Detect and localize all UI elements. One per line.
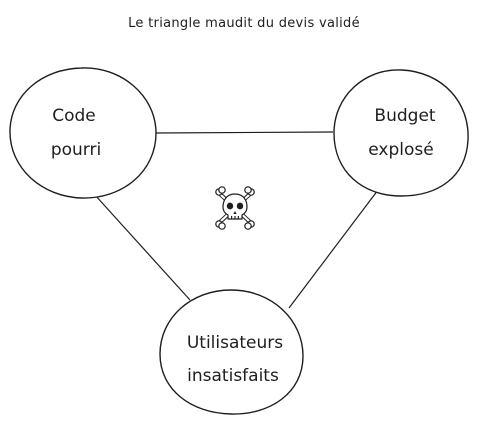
node-code: Code pourri bbox=[9, 67, 157, 199]
node-budget-circle bbox=[333, 69, 469, 197]
diagram-title: Le triangle maudit du devis validé bbox=[128, 16, 360, 31]
node-users-circle bbox=[159, 289, 304, 415]
skull-and-crossbones-icon bbox=[215, 186, 255, 230]
edge-budget-users bbox=[288, 189, 379, 309]
node-users-line-2: insatisfaits bbox=[187, 366, 279, 386]
node-budget-line-2: explosé bbox=[368, 140, 433, 160]
node-budget: Budget explosé bbox=[333, 69, 469, 197]
edges bbox=[94, 131, 379, 309]
node-users-line-1: Utilisateurs bbox=[187, 333, 283, 353]
edge-code-budget bbox=[154, 131, 334, 134]
node-code-line-1: Code bbox=[52, 106, 96, 126]
node-code-circle bbox=[9, 67, 157, 199]
node-budget-line-1: Budget bbox=[374, 106, 435, 126]
node-code-line-2: pourri bbox=[51, 140, 101, 160]
edge-code-users bbox=[94, 194, 191, 301]
node-users: Utilisateurs insatisfaits bbox=[159, 289, 304, 415]
